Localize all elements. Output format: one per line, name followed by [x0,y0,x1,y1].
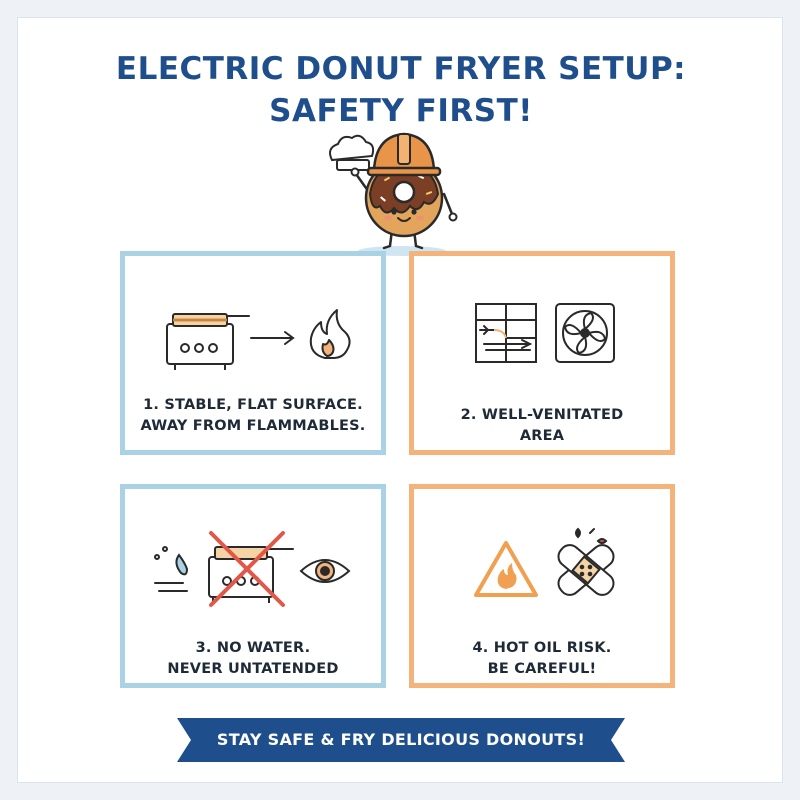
exhaust-fan-icon [555,303,615,363]
step-1-line-1: 1. STABLE, FLAT SURFACE. [143,397,363,413]
warning-flame-icon [474,541,538,597]
step-4-caption: 4. HOT OIL RISK. BE CAREFUL! [414,638,670,680]
infographic-page: ELECTRIC DONUT FRYER SETUP: SAFETY FIRST… [17,17,783,783]
step-3-line-2: NEVER UNTATENDED [167,661,339,677]
water-drop-icon [154,546,189,592]
eye-icon [299,559,351,583]
title-line-2: SAFETY FIRST! [269,93,533,129]
step-card-4: 4. HOT OIL RISK. BE CAREFUL! [409,484,675,688]
step-2-line-1: 2. WELL-VENITATED [460,407,624,423]
flame-icon [309,309,351,359]
crossed-fryer-icon [208,531,294,607]
step-4-line-2: BE CAREFUL! [487,661,597,677]
step-card-2: 2. WELL-VENITATED AREA [409,251,675,455]
window-vent-icon [475,303,537,363]
chef-hat-icon [329,134,375,171]
step-4-line-1: 4. HOT OIL RISK. [472,640,612,656]
step-1-caption: 1. STABLE, FLAT SURFACE. AWAY FROM FLAMM… [125,395,381,437]
step-2-line-2: AREA [519,428,565,444]
footer-banner-text: STAY SAFE & FRY DELICIOUS DONOUTS! [216,730,586,749]
step-card-1: 1. STABLE, FLAT SURFACE. AWAY FROM FLAMM… [120,251,386,455]
arrow-right-icon [250,331,295,345]
title-line-1: ELECTRIC DONUT FRYER SETUP: [115,51,687,87]
step-card-3: 3. NO WATER. NEVER UNTATENDED [120,484,386,688]
step-3-caption: 3. NO WATER. NEVER UNTATENDED [125,638,381,680]
page-title: ELECTRIC DONUT FRYER SETUP: SAFETY FIRST… [18,48,784,132]
step-2-illustration [475,303,615,363]
footer-ribbon [177,718,625,762]
step-1-illustration [166,309,351,370]
step-1-line-2: AWAY FROM FLAMMABLES. [140,418,366,434]
step-3-line-1: 3. NO WATER. [195,640,311,656]
fryer-icon [166,313,250,370]
step-4-illustration [474,527,615,597]
bandage-icon [557,527,615,596]
donut-chef-mascot-icon [329,132,458,256]
step-2-caption: 2. WELL-VENITATED AREA [414,405,670,447]
step-3-illustration [154,531,351,607]
